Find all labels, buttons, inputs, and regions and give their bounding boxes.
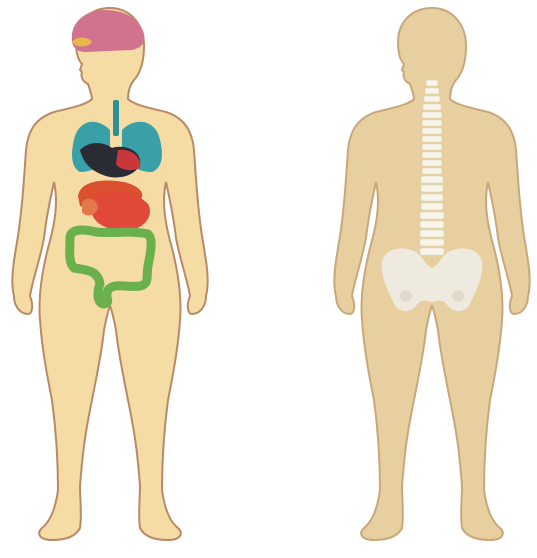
front-figure — [12, 8, 207, 540]
front-body-silhouette — [12, 8, 207, 540]
back-figure — [334, 8, 529, 540]
hip-socket-right — [452, 290, 464, 302]
trachea-icon — [113, 100, 119, 136]
hip-socket-left — [400, 290, 412, 302]
